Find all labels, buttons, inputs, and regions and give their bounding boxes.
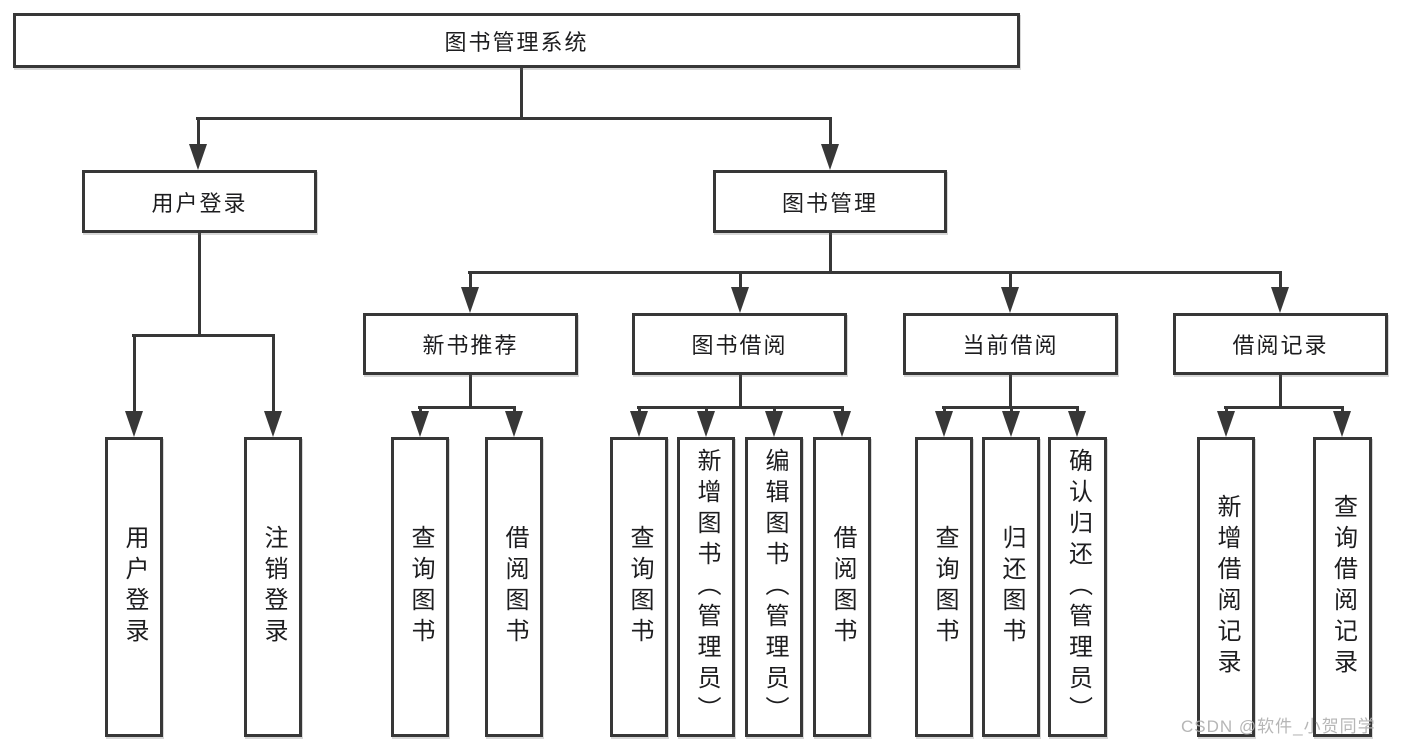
- arrow-down-icon: [1217, 411, 1235, 437]
- connector-line: [841, 407, 844, 413]
- node-label: 查询图书: [626, 525, 653, 649]
- arrow-down-icon: [630, 411, 648, 437]
- arrow-down-icon: [833, 411, 851, 437]
- node-new-book-recommend: 新书推荐: [363, 313, 578, 375]
- node-label: 注销登录: [260, 525, 287, 649]
- connector-line: [1341, 407, 1344, 413]
- arrow-down-icon: [1333, 411, 1351, 437]
- arrow-down-icon: [189, 144, 207, 170]
- node-leaf-add-books-admin: 新增图书（管理员）: [677, 437, 735, 737]
- node-book-borrowing: 图书借阅: [632, 313, 847, 375]
- arrow-down-icon: [1068, 411, 1086, 437]
- connector-line: [272, 335, 275, 413]
- connector-line: [197, 118, 200, 146]
- arrow-down-icon: [125, 411, 143, 437]
- connector-line: [829, 118, 832, 146]
- arrow-down-icon: [821, 144, 839, 170]
- connector-line: [468, 271, 1282, 274]
- connector-line: [132, 334, 275, 337]
- connector-line: [1224, 406, 1344, 409]
- connector-line: [705, 407, 708, 413]
- arrow-down-icon: [765, 411, 783, 437]
- connector-line: [943, 407, 946, 413]
- node-label: 查询借阅记录: [1329, 494, 1357, 680]
- connector-line: [469, 272, 472, 289]
- arrow-down-icon: [1001, 287, 1019, 313]
- node-label: 图书管理系统: [444, 29, 589, 55]
- node-leaf-edit-books-admin: 编辑图书（管理员）: [745, 437, 803, 737]
- node-current-borrowing: 当前借阅: [903, 313, 1118, 375]
- node-label: 用户登录: [121, 525, 148, 649]
- node-label: 借阅记录: [1232, 333, 1329, 358]
- arrow-down-icon: [731, 287, 749, 313]
- connector-line: [1009, 375, 1012, 408]
- node-leaf-query-books-rec: 查询图书: [391, 437, 449, 737]
- node-label: 图书管理: [781, 190, 878, 216]
- node-label: 用户登录: [151, 190, 248, 216]
- node-label: 确认归还（管理员）: [1064, 447, 1092, 727]
- node-leaf-user-login: 用户登录: [105, 437, 163, 737]
- arrow-down-icon: [505, 411, 523, 437]
- arrow-down-icon: [461, 287, 479, 313]
- connector-line: [520, 68, 523, 120]
- node-label: 查询图书: [931, 525, 958, 649]
- connector-line: [1279, 272, 1282, 289]
- connector-line: [1225, 407, 1228, 413]
- node-user-login: 用户登录: [82, 170, 317, 233]
- connector-line: [739, 375, 742, 408]
- node-leaf-return-books: 归还图书: [982, 437, 1040, 737]
- arrow-down-icon: [935, 411, 953, 437]
- arrow-down-icon: [264, 411, 282, 437]
- node-label: 新增借阅记录: [1213, 494, 1240, 680]
- connector-line: [1279, 375, 1282, 408]
- node-label: 当前借阅: [962, 333, 1059, 358]
- node-label: 借阅图书: [829, 525, 856, 649]
- connector-line: [1009, 272, 1012, 289]
- node-label: 编辑图书（管理员）: [761, 447, 788, 727]
- connector-line: [196, 117, 832, 120]
- connector-line: [469, 375, 472, 408]
- arrow-down-icon: [1271, 287, 1289, 313]
- connector-line: [829, 233, 832, 273]
- connector-line: [513, 407, 516, 413]
- node-label: 新增图书（管理员）: [693, 447, 720, 727]
- arrow-down-icon: [697, 411, 715, 437]
- node-leaf-borrow-books: 借阅图书: [813, 437, 871, 737]
- connector-line: [418, 406, 516, 409]
- connector-line: [133, 335, 136, 413]
- connector-line: [1076, 407, 1079, 413]
- node-borrowing-records: 借阅记录: [1173, 313, 1388, 375]
- node-label: 图书借阅: [691, 333, 788, 358]
- node-root: 图书管理系统: [13, 13, 1020, 68]
- connector-line: [419, 407, 422, 413]
- node-label: 借阅图书: [501, 525, 528, 649]
- node-leaf-logout: 注销登录: [244, 437, 302, 737]
- node-leaf-query-books-current: 查询图书: [915, 437, 973, 737]
- node-book-management: 图书管理: [713, 170, 947, 233]
- node-label: 归还图书: [998, 525, 1025, 649]
- connector-line: [638, 407, 641, 413]
- connector-line: [1010, 407, 1013, 413]
- connector-line: [637, 406, 844, 409]
- node-label: 查询图书: [407, 525, 434, 649]
- arrow-down-icon: [411, 411, 429, 437]
- arrow-down-icon: [1002, 411, 1020, 437]
- csdn-watermark: CSDN @软件_小贺同学: [1181, 717, 1376, 736]
- node-leaf-borrow-books-rec: 借阅图书: [485, 437, 543, 737]
- connector-line: [198, 233, 201, 336]
- node-leaf-query-books-borrow: 查询图书: [610, 437, 668, 737]
- node-leaf-add-borrow-record: 新增借阅记录: [1197, 437, 1255, 737]
- connector-line: [773, 407, 776, 413]
- connector-line: [739, 272, 742, 289]
- node-leaf-query-borrow-record: 查询借阅记录: [1313, 437, 1372, 737]
- node-leaf-confirm-return-admin: 确认归还（管理员）: [1048, 437, 1107, 737]
- node-label: 新书推荐: [422, 333, 519, 358]
